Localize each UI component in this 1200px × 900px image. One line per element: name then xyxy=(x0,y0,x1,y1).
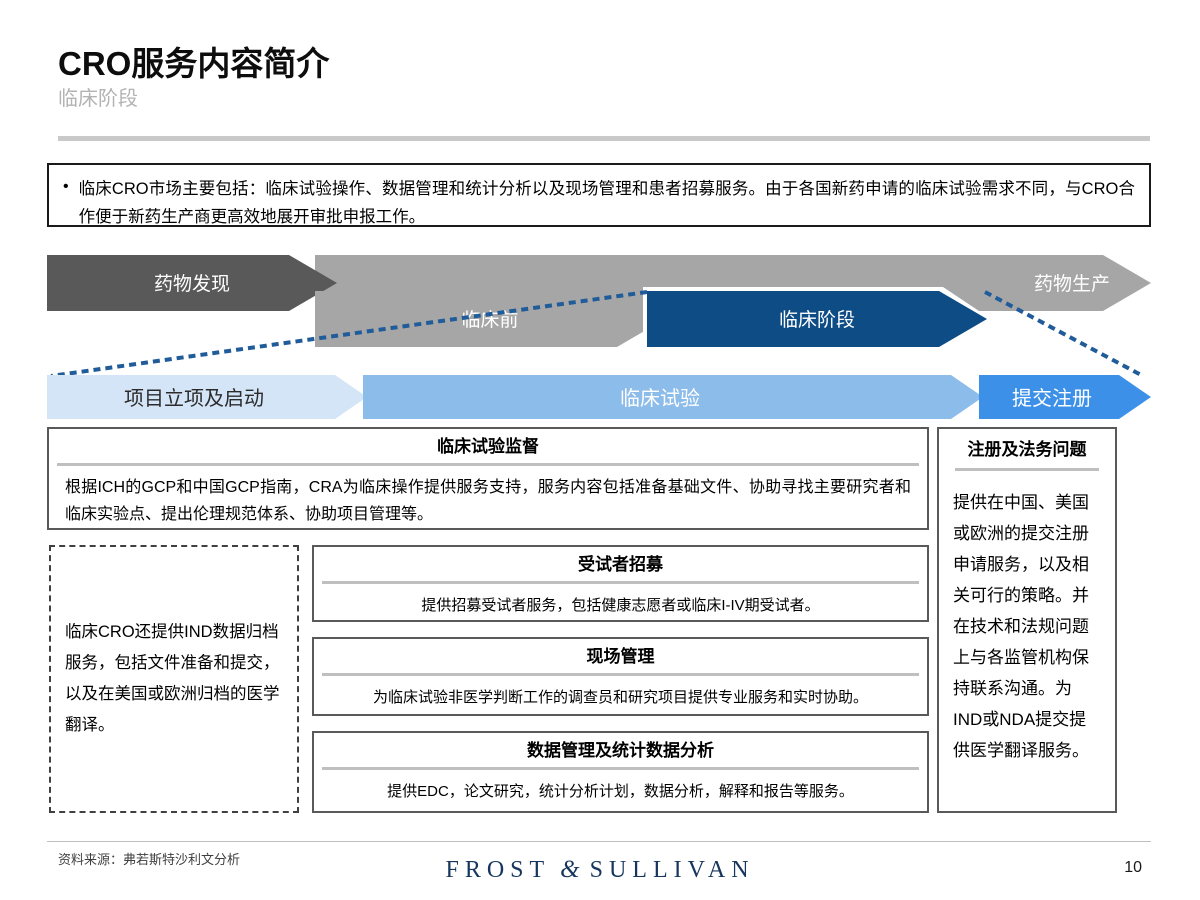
substage-submission-registration[interactable]: 提交注册 xyxy=(979,375,1151,419)
page-subtitle: 临床阶段 xyxy=(58,88,138,110)
process-stage-drug-manufacturing[interactable]: 药物生产 xyxy=(987,255,1157,311)
footer-source-note: 资料来源：弗若斯特沙利文分析 xyxy=(58,852,241,867)
card-title-divider xyxy=(322,767,919,770)
card-subject-recruitment-title: 受试者招募 xyxy=(578,555,663,574)
substage-clinical-trial-label: 临床试验 xyxy=(620,387,700,410)
card-ind-archiving-note: 临床CRO还提供IND数据归档服务，包括文件准备和提交，以及在美国或欧洲归档的医… xyxy=(49,545,299,813)
card-regulatory-legal-body: 提供在中国、美国或欧洲的提交注册申请服务，以及相关可行的策略。并在技术和法规问题… xyxy=(953,493,1089,760)
card-title-divider xyxy=(322,673,919,676)
card-data-management-title: 数据管理及统计数据分析 xyxy=(527,741,714,760)
card-data-management: 数据管理及统计数据分析 提供EDC，论文研究，统计分析计划，数据分析，解释和报告… xyxy=(312,731,929,813)
process-stage-preclinical-label: 临床前 xyxy=(461,309,519,331)
card-title-divider xyxy=(57,463,919,466)
logo-ampersand-icon: & xyxy=(560,856,580,883)
process-stage-drug-discovery-label: 药物发现 xyxy=(153,273,230,295)
footer-divider xyxy=(47,841,1151,842)
card-site-management-title: 现场管理 xyxy=(586,647,655,666)
header-divider xyxy=(58,136,1150,141)
page-title: CRO服务内容简介 xyxy=(58,45,330,82)
substage-project-initiation[interactable]: 项目立项及启动 xyxy=(47,375,367,419)
summary-bullet-box: • 临床CRO市场主要包括：临床试验操作、数据管理和统计分析以及现场管理和患者招… xyxy=(47,163,1151,227)
card-site-management-body: 为临床试验非医学判断工作的调查员和研究项目提供专业服务和实时协助。 xyxy=(372,689,868,706)
process-stage-clinical-label: 临床阶段 xyxy=(778,309,855,331)
card-title-divider xyxy=(322,581,919,584)
card-site-management: 现场管理 为临床试验非医学判断工作的调查员和研究项目提供专业服务和实时协助。 xyxy=(312,637,929,716)
clinical-substage-arrow-row: 项目立项及启动 临床试验 提交注册 xyxy=(47,375,1151,419)
process-stage-clinical-active[interactable]: 临床阶段 xyxy=(647,291,987,347)
logo-text-sullivan: SULLIVAN xyxy=(589,857,755,883)
card-title-divider xyxy=(955,468,1099,471)
process-stage-band: 药物发现 药物生产 临床前 临床阶段 xyxy=(47,255,1151,351)
bullet-text: 临床CRO市场主要包括：临床试验操作、数据管理和统计分析以及现场管理和患者招募服… xyxy=(78,180,1135,226)
substage-project-initiation-label: 项目立项及启动 xyxy=(124,387,264,410)
frost-sullivan-logo: FROST&SULLIVAN xyxy=(0,856,1200,884)
card-regulatory-legal-title: 注册及法务问题 xyxy=(967,440,1087,459)
card-data-management-body: 提供EDC，论文研究，统计分析计划，数据分析，解释和报告等服务。 xyxy=(387,783,854,800)
card-subject-recruitment-body: 提供招募受试者服务，包括健康志愿者或临床I-IV期受试者。 xyxy=(421,597,820,614)
bullet-marker-icon: • xyxy=(63,178,69,195)
process-stage-drug-manufacturing-label: 药物生产 xyxy=(1033,273,1110,295)
card-ind-archiving-note-body: 临床CRO还提供IND数据归档服务，包括文件准备和提交，以及在美国或欧洲归档的医… xyxy=(65,623,280,734)
substage-clinical-trial[interactable]: 临床试验 xyxy=(363,375,983,419)
slide-header: CRO服务内容简介 临床阶段 xyxy=(58,44,1148,112)
card-regulatory-legal: 注册及法务问题 提供在中国、美国或欧洲的提交注册申请服务，以及相关可行的策略。并… xyxy=(937,427,1117,813)
logo-text-frost: FROST xyxy=(445,857,551,883)
process-stage-preclinical[interactable]: 临床前 xyxy=(315,291,665,347)
page-number: 10 xyxy=(1124,859,1142,876)
card-clinical-trial-supervision: 临床试验监督 根据ICH的GCP和中国GCP指南，CRA为临床操作提供服务支持，… xyxy=(47,427,929,530)
card-clinical-trial-supervision-body: 根据ICH的GCP和中国GCP指南，CRA为临床操作提供服务支持，服务内容包括准… xyxy=(65,479,911,523)
card-subject-recruitment: 受试者招募 提供招募受试者服务，包括健康志愿者或临床I-IV期受试者。 xyxy=(312,545,929,622)
bullet-row: • 临床CRO市场主要包括：临床试验操作、数据管理和统计分析以及现场管理和患者招… xyxy=(49,165,1149,231)
card-clinical-trial-supervision-title: 临床试验监督 xyxy=(437,437,539,456)
substage-submission-registration-label: 提交注册 xyxy=(1012,387,1092,410)
process-stage-drug-discovery[interactable]: 药物发现 xyxy=(47,255,337,311)
